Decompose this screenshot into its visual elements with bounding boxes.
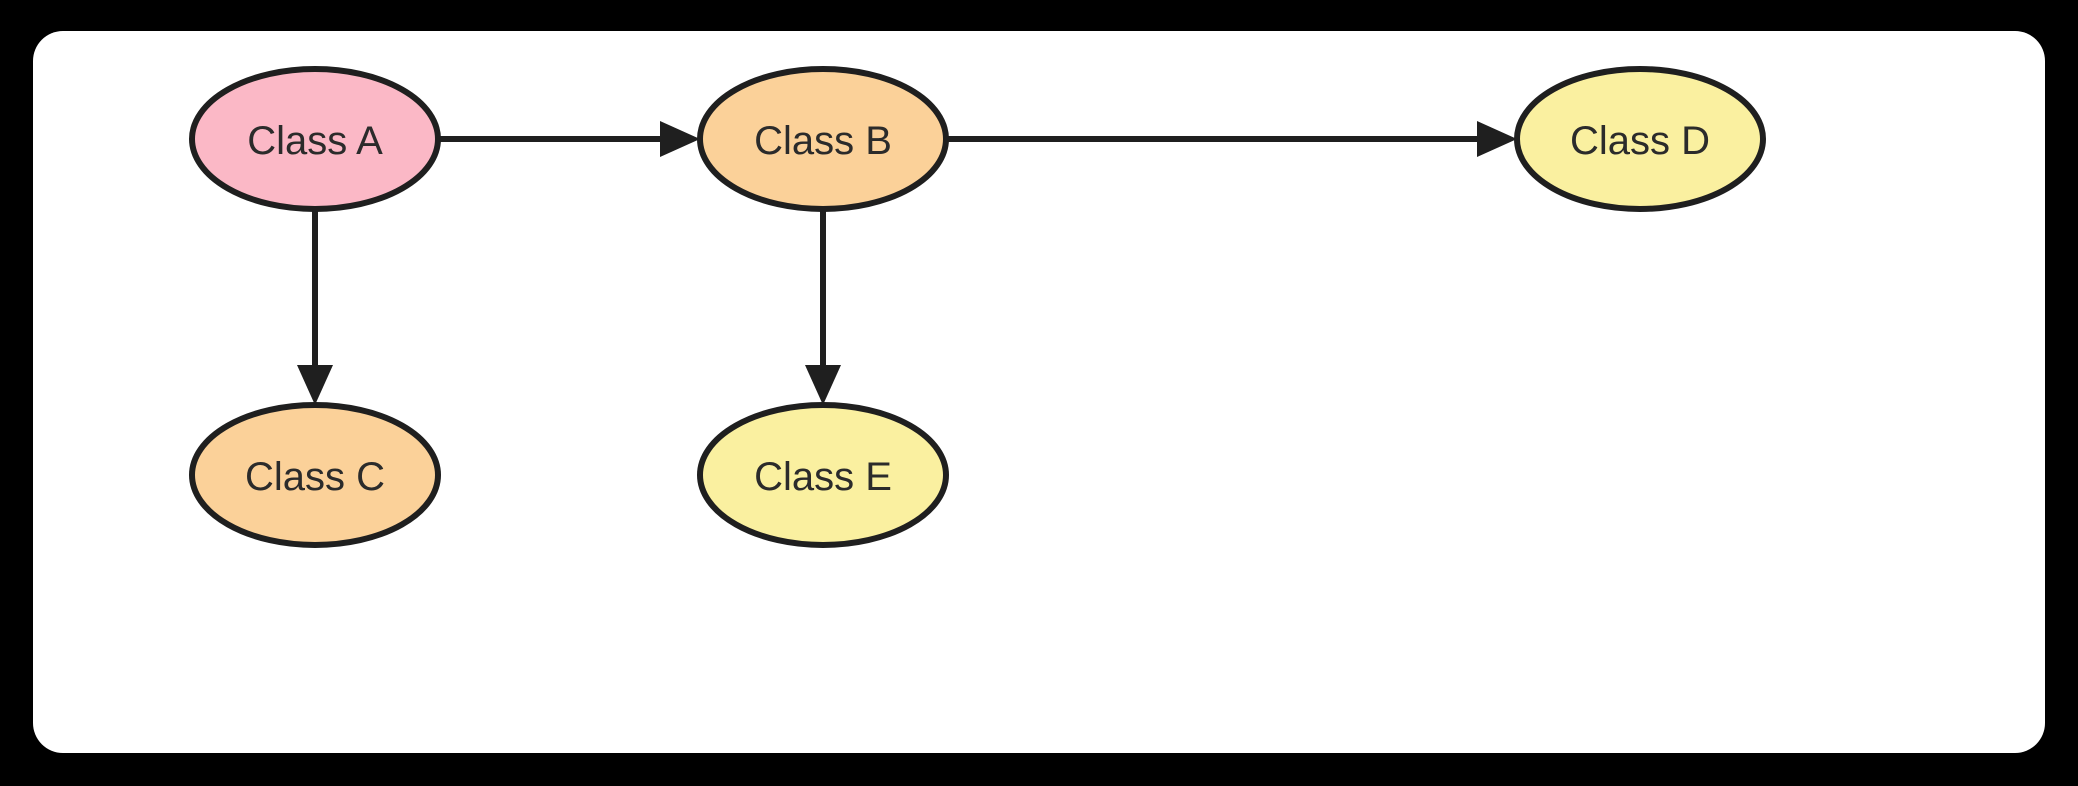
node-class-d[interactable]: Class D	[1514, 66, 1766, 212]
node-class-c-shape	[189, 402, 441, 548]
node-class-b[interactable]: Class B	[697, 66, 949, 212]
edge-class-a-to-class-c[interactable]	[297, 209, 333, 405]
edge-class-b-to-class-e[interactable]	[805, 209, 841, 405]
node-class-c[interactable]: Class C	[189, 402, 441, 548]
edge-a-c-arrowhead	[297, 365, 333, 405]
node-class-b-shape	[697, 66, 949, 212]
node-class-a-shape	[189, 66, 441, 212]
graph-svg: Class A Class B Class D Class C Class E	[189, 66, 1766, 548]
node-class-e-shape	[697, 402, 949, 548]
edge-a-b-arrowhead	[660, 121, 700, 157]
diagram-canvas-panel: Class A Class B Class D Class C Class E	[33, 31, 2045, 753]
edge-class-b-to-class-d[interactable]	[946, 121, 1517, 157]
node-class-d-shape	[1514, 66, 1766, 212]
edge-class-a-to-class-b[interactable]	[438, 121, 700, 157]
node-class-e[interactable]: Class E	[697, 402, 949, 548]
node-class-a[interactable]: Class A	[189, 66, 441, 212]
edge-b-e-arrowhead	[805, 365, 841, 405]
edge-b-d-arrowhead	[1477, 121, 1517, 157]
